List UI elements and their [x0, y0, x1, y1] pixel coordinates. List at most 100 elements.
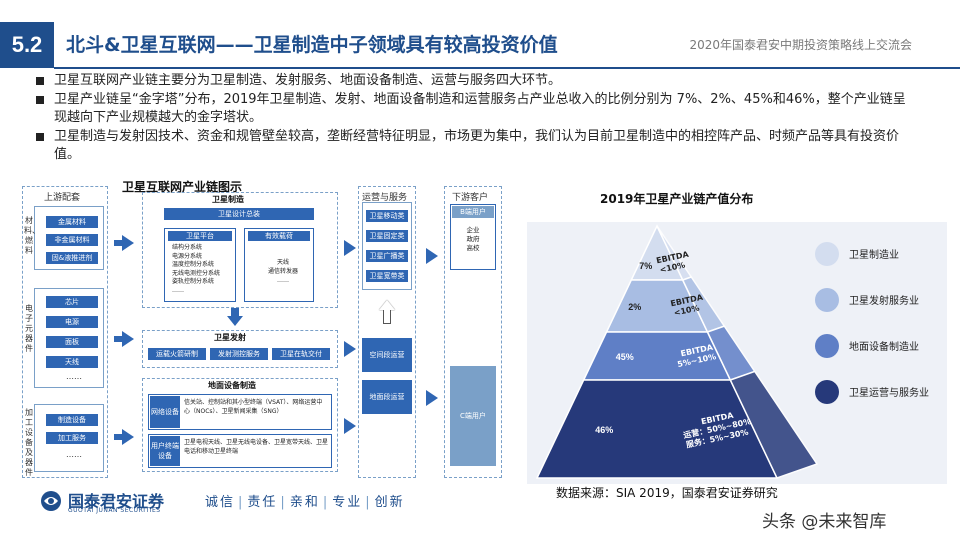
upstream-column — [22, 186, 108, 478]
arrow-right-icon — [426, 248, 438, 264]
watermark: 头条 @未来智库 — [762, 512, 887, 532]
arrow-right-icon — [344, 418, 356, 434]
operations-item: 卫星宽带类 — [366, 270, 408, 282]
legend-label: 卫星制造业 — [849, 248, 899, 261]
pyramid-share-label: 2% — [628, 302, 641, 312]
legend-color-dot — [815, 242, 839, 266]
launch-box — [142, 330, 338, 368]
launch-item: 运载火箭研制 — [148, 348, 206, 360]
arrow-right-icon — [122, 235, 134, 251]
bullet-item: 卫星产业链呈“金字塔”分布，2019年卫星制造、发射、地面设备制造和运营服务占产… — [36, 91, 916, 128]
satellite-design-box: 卫星设计总装 — [164, 208, 314, 220]
arrow-shaft — [114, 336, 122, 342]
industry-chain-diagram: 卫星互联网产业链图示 上游配套 材料、燃料 金属材料 非金属材料 固&液推进剂 … — [22, 178, 532, 483]
launch-title: 卫星发射 — [214, 333, 246, 342]
legend-label: 卫星运营与服务业 — [849, 386, 929, 399]
legend-color-dot — [815, 334, 839, 358]
page-title: 北斗&卫星互联网——卫星制造中子领域具有较高投资价值 — [66, 34, 558, 56]
slogan-word: 责任 — [247, 495, 278, 510]
user-terminal-label: 用户终端设备 — [150, 436, 180, 466]
processing-group — [34, 404, 104, 472]
pyramid-title: 2019年卫星产业链产值分布 — [600, 192, 754, 206]
operations-title: 运营与服务 — [362, 193, 408, 203]
launch-item: 发射测控服务 — [210, 348, 268, 360]
launch-item: 卫星在轨交付 — [272, 348, 330, 360]
pyramid-share-label: 45% — [616, 352, 634, 362]
legend-color-dot — [815, 380, 839, 404]
slogan-word: 亲和 — [289, 495, 320, 510]
pyramid-share-label: 7% — [639, 261, 652, 271]
operations-item: 卫星广播类 — [366, 250, 408, 262]
satellite-platform-label: 卫星平台 — [168, 231, 232, 241]
operations-column — [358, 186, 416, 478]
downstream-column — [444, 186, 502, 478]
arrow-right-icon — [344, 240, 356, 256]
processing-label: 加工设备及器件 — [25, 408, 33, 477]
upstream-item: 芯片 — [46, 296, 98, 308]
b-end-list: 企业 政府 高校 — [466, 226, 480, 252]
company-slogan: 诚信|责任|亲和|专业|创新 — [205, 491, 405, 510]
ground-ops-box: 地面段运营 — [362, 380, 412, 414]
upstream-item: 天线 — [46, 356, 98, 368]
upstream-item: 面板 — [46, 336, 98, 348]
upstream-item: 固&液推进剂 — [46, 252, 98, 264]
slogan-separator: | — [322, 495, 330, 510]
upstream-title: 上游配套 — [44, 193, 81, 203]
electronics-label: 电子元器件 — [25, 304, 33, 353]
bullet-item: 卫星制造与发射因技术、资金和规管壁垒较高，垄断经营特征明显，市场更为集中，我们认… — [36, 128, 916, 165]
arrow-right-icon — [122, 331, 134, 347]
materials-label: 材料、燃料 — [24, 216, 40, 255]
payload-label: 有效载荷 — [248, 231, 310, 241]
arrow-down-icon — [227, 316, 243, 326]
ground-equipment-title: 地面设备制造 — [208, 381, 256, 390]
user-terminal-text: 卫星电视天线、卫星无线电设备、卫星宽带天线、卫星电话和移动卫星终端 — [184, 439, 329, 455]
space-ops-box: 空间段运营 — [362, 338, 412, 372]
bullet-square-icon — [36, 77, 44, 85]
slogan-separator: | — [238, 495, 245, 510]
c-end-box: C端用户 — [450, 366, 496, 466]
downstream-title: 下游客户 — [452, 193, 489, 203]
satellite-platform-list: 结构分系统 电源分系统 温度控制分系统 无线电测控分系统 姿轨控制分系统 …… — [172, 244, 221, 294]
slogan-word: 创新 — [374, 495, 405, 510]
arrow-up-icon — [379, 300, 395, 310]
page-header: 5.2 北斗&卫星互联网——卫星制造中子领域具有较高投资价值 2020年国泰君安… — [0, 22, 960, 68]
materials-group — [34, 206, 104, 270]
bullet-square-icon — [36, 132, 44, 141]
network-equipment-text: 信关站、控制站和其小型终端（VSAT）、网络运营中心（NOCs）、卫星新闻采集（… — [184, 399, 323, 415]
pyramid-chart: 7%EBITDA<10%卫星制造业2%EBITDA<10%卫星发射服务业45%E… — [535, 224, 929, 479]
header-divider — [54, 67, 960, 69]
arrow-shaft — [231, 308, 239, 316]
legend-label: 卫星发射服务业 — [849, 294, 919, 307]
company-logo: 国泰君安证券 GUOTAI JUNAN SECURITIES — [40, 488, 200, 518]
operations-item: 卫星固定类 — [366, 230, 408, 242]
logo-mark-icon — [41, 491, 61, 511]
payload-list: 天线 通信转发器 …… — [267, 259, 298, 284]
bullet-list: 卫星互联网产业链主要分为卫星制造、发射服务、地面设备制造、运营与服务四大环节。 … — [36, 72, 916, 165]
network-equipment-label: 网络设备 — [150, 396, 180, 428]
satellite-mfg-box — [142, 192, 338, 308]
upstream-item: 电源 — [46, 316, 98, 328]
electronics-group — [34, 288, 104, 388]
chain-title: 卫星互联网产业链图示 — [122, 180, 243, 194]
legend-color-dot — [815, 288, 839, 312]
legend-label: 地面设备制造业 — [849, 340, 919, 353]
section-number: 5.2 — [0, 22, 54, 68]
upstream-item: 金属材料 — [46, 216, 98, 228]
logo-text-cn: 国泰君安证券 — [68, 492, 165, 511]
upstream-item: 非金属材料 — [46, 234, 98, 246]
logo-text-en: GUOTAI JUNAN SECURITIES — [68, 507, 161, 514]
bullet-item: 卫星互联网产业链主要分为卫星制造、发射服务、地面设备制造、运营与服务四大环节。 — [36, 72, 916, 91]
b-end-label: B端用户 — [452, 206, 494, 218]
slogan-word: 专业 — [332, 495, 363, 510]
arrow-up-shaft — [383, 310, 391, 324]
upstream-item: 加工服务 — [46, 432, 98, 444]
pyramid-share-label: 46% — [595, 425, 613, 435]
satellite-mfg-title: 卫星制造 — [212, 195, 244, 204]
arrow-right-icon — [344, 341, 356, 357]
arrow-shaft — [114, 240, 122, 246]
arrow-right-icon — [426, 390, 438, 406]
upstream-item: 制造设备 — [46, 414, 98, 426]
pyramid-layer-side — [729, 370, 819, 479]
ground-equipment-box — [142, 378, 338, 472]
